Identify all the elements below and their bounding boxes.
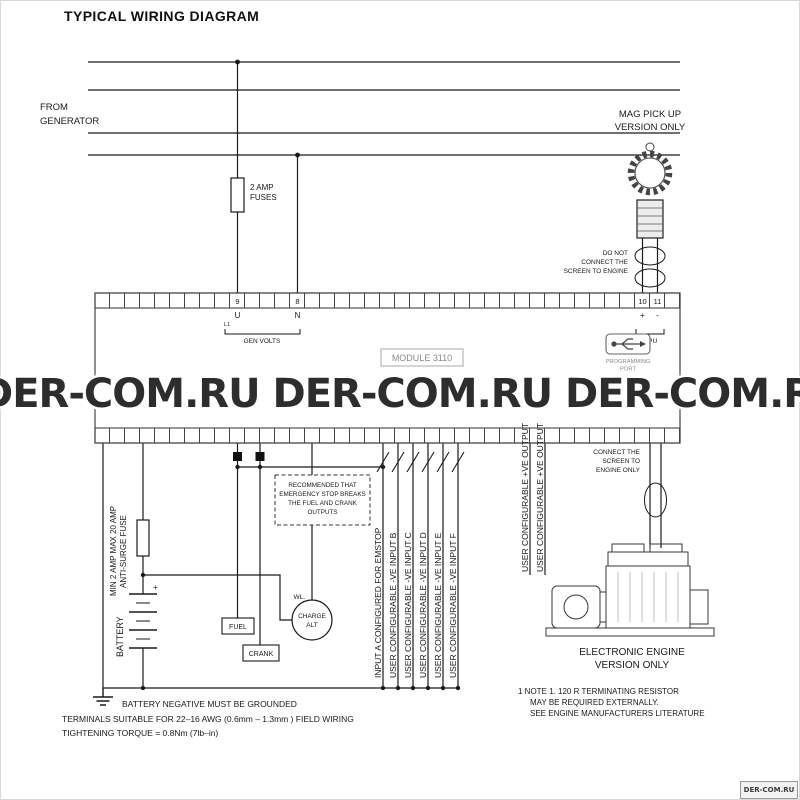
emergency-stop-contacts [233,452,265,461]
input-b-label: USER CONFIGURABLE -VE INPUT B [388,532,398,678]
gen-volts-bracket [224,329,301,335]
ecu-note-3: ENGINE ONLY [596,467,641,474]
usb-caption-2: PORT [620,367,636,373]
generator-bus-lines [88,61,680,156]
input-c-label: USER CONFIGURABLE -VE INPUT C [403,532,413,678]
usb-trident-icon [611,338,646,350]
ecu-note-2: SCREEN TO [602,458,640,465]
gen-fuse-symbol [230,177,245,213]
mpu-note-2: CONNECT THE [581,259,628,266]
watermark-corner: DER-COM.RU [740,781,798,799]
junction-dots [140,59,461,691]
wl-label: WL. [293,594,305,601]
fuel-box [221,617,255,635]
mpu-note-1: DO NOT [603,250,628,257]
terminal-8: 8 [295,297,299,306]
terminal-9: 9 [235,297,239,306]
phase-u-label: U [235,311,241,320]
page-title: TYPICAL WIRING DIAGRAM [64,8,260,24]
mpu-bracket [635,329,665,335]
from-label: FROM [40,102,68,113]
mpu-plus-label: + [640,311,645,320]
input-e-label: USER CONFIGURABLE -VE INPUT E [433,532,443,678]
svg-text:OUTPUTS: OUTPUTS [307,509,337,516]
engine-illustration [545,543,715,637]
watermark-band: DER-COM.RU DER-COM.RU DER-COM.RU [0,371,800,417]
input-d-label: USER CONFIGURABLE -VE INPUT D [418,532,428,678]
crank-label: CRANK [249,651,274,658]
battery-symbol [129,593,157,649]
battery-label: BATTERY [115,616,125,657]
torque-note: TIGHTENING TORQUE = 0.8Nm (7lb–in) [62,728,218,738]
screen-loop-icons [634,246,666,288]
terminal-11: 11 [654,297,662,306]
input-f-label: USER CONFIGURABLE -VE INPUT F [448,533,458,678]
battery-fuse-rating-1: MIN 2 AMP MAX 20 AMP [109,506,118,596]
battery-plus-label: + [153,583,158,592]
resistor-note-2: MAY BE REQUIRED EXTERNALLY. [530,698,659,707]
charge-alt-label-2: ALT [306,622,317,629]
terminal-strip-top [94,292,681,309]
svg-text:RECOMMENDED THAT: RECOMMENDED THAT [288,482,356,489]
usb-port[interactable] [605,333,651,355]
terminal-10: 10 [638,297,646,306]
output-g-label: USER CONFIGURABLE +VE OUTPUT [520,423,530,572]
crank-box [242,644,280,662]
ground-symbol [93,688,113,706]
flywheel-hub-icon [645,142,655,152]
module-name-box [380,348,464,367]
gen-fuse-label-2: FUSES [250,193,277,202]
resistor-note-3: SEE ENGINE MANUFACTURERS LITERATURE [530,709,705,718]
usb-caption-1: PROGRAMMING [605,359,651,365]
ecu-note-1: CONNECT THE [593,449,640,456]
battery-fuse-symbol [136,519,150,557]
gen-fuse-label-1: 2 AMP [250,183,274,192]
phase-l1-label: L1 [224,322,230,328]
gear-icon [627,150,673,196]
mag-pickup-label-1: MAG PICK UP [619,109,681,120]
module-body [94,292,681,444]
mpu-note-3: SCREEN TO ENGINE [564,268,629,275]
input-switch-symbols [376,451,465,473]
mpu-sensor-symbol [636,199,664,239]
engine-caption-1: ELECTRONIC ENGINE [579,647,685,658]
svg-text:EMERGENCY STOP BREAKS: EMERGENCY STOP BREAKS [279,491,365,498]
estop-note-box: RECOMMENDED THAT EMERGENCY STOP BREAKS T… [274,474,371,526]
fuel-label: FUEL [229,624,247,631]
terminals-note: TERMINALS SUITABLE FOR 22–16 AWG (0.6mm … [62,714,354,724]
mpu-minus-label: - [656,311,659,320]
input-a-label: INPUT A CONFIGURED FOR EMSTOP [373,527,383,678]
resistor-note-1: 1 NOTE 1. 120 R TERMINATING RESISTOR [518,687,679,696]
module-name: MODULE 3110 [392,353,452,363]
charge-alt-label-1: CHARGE [298,613,326,620]
wires [102,62,662,689]
neutral-label: N [295,311,301,320]
ground-note: BATTERY NEGATIVE MUST BE GROUNDED [122,699,297,709]
charge-alternator-symbol [291,599,333,641]
output-h-label: USER CONFIGURABLE +VE OUTPUT [535,423,545,572]
ecu-screen-loop-icon [644,482,667,518]
terminal-strip-bottom [94,427,681,444]
gen-volts-label: GEN VOLTS [244,338,281,345]
mag-pickup-label-2: VERSION ONLY [615,122,686,133]
svg-text:THE FUEL AND CRANK: THE FUEL AND CRANK [288,500,357,507]
engine-caption-2: VERSION ONLY [595,660,670,671]
generator-label: GENERATOR [40,116,99,127]
battery-fuse-rating-2: ANTI-SURGE FUSE [119,515,128,588]
